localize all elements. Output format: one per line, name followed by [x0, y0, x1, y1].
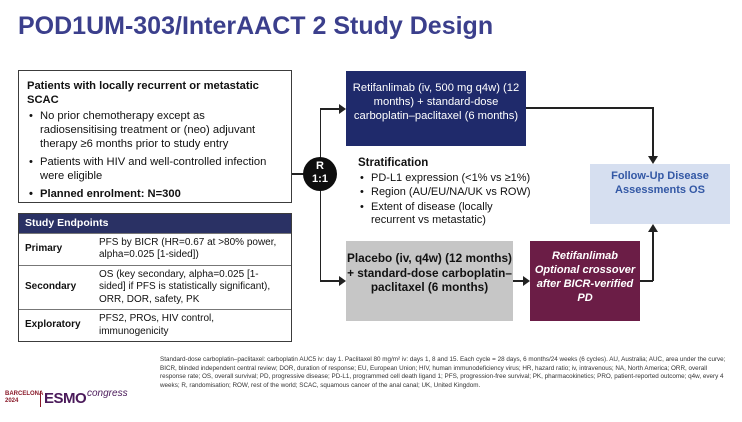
logo-brand: ESMO — [44, 390, 87, 407]
arrow-to-crossover — [523, 276, 530, 286]
logo-divider — [40, 391, 41, 407]
endpoint-label-exploratory: Exploratory — [19, 309, 93, 341]
connector-arm-a-right — [526, 107, 653, 109]
arrow-to-followup-from-b — [648, 224, 658, 232]
patients-bullet-enrolment: Planned enrolment: N=300 — [29, 187, 283, 201]
logo-suffix: congress — [87, 388, 128, 399]
stratification-block: Stratification PD-L1 expression (<1% vs … — [358, 157, 538, 229]
connector-crossover-right — [640, 280, 653, 282]
table-row: Exploratory PFS2, PROs, HIV control, imm… — [19, 309, 291, 341]
endpoint-value-exploratory: PFS2, PROs, HIV control, immunogenicity — [93, 309, 291, 341]
stratification-item-extent: Extent of disease (locally recurrent vs … — [360, 201, 538, 228]
page-title: POD1UM-303/InterAACT 2 Study Design — [18, 12, 494, 40]
patients-heading: Patients with locally recurrent or metas… — [27, 80, 259, 106]
arrow-to-arm-b — [339, 276, 346, 286]
connector-r-down — [319, 190, 321, 281]
esmo-congress-logo: BARCELONA 2024 ESMO congress — [5, 388, 135, 409]
table-row: Secondary OS (key secondary, alpha=0.025… — [19, 264, 291, 310]
stratification-item-region: Region (AU/EU/NA/UK vs ROW) — [360, 186, 538, 200]
logo-city-name: BARCELONA — [5, 391, 44, 397]
logo-year: 2024 — [5, 398, 19, 404]
connector-arm-b-to-crossover — [513, 280, 524, 282]
connector-to-arm-a — [319, 108, 340, 110]
connector-up-to-followup — [652, 232, 654, 281]
stratification-heading: Stratification — [358, 157, 429, 169]
patients-box: Patients with locally recurrent or metas… — [18, 70, 292, 203]
endpoint-label-secondary: Secondary — [19, 264, 93, 310]
connector-to-arm-b — [319, 280, 340, 282]
stratification-list: PD-L1 expression (<1% vs ≥1%) Region (AU… — [358, 172, 538, 228]
logo-city: BARCELONA 2024 — [5, 391, 43, 405]
arrow-to-followup-from-a — [648, 156, 658, 164]
table-row: Primary PFS by BICR (HR=0.67 at >80% pow… — [19, 232, 291, 265]
endpoint-value-primary: PFS by BICR (HR=0.67 at >80% power, alph… — [93, 232, 291, 265]
randomisation-ratio: 1:1 — [312, 173, 328, 185]
randomisation-circle: R 1:1 — [303, 157, 337, 191]
randomisation-letter: R — [316, 160, 324, 172]
connector-patients-to-r — [292, 173, 304, 175]
connector-down-to-followup — [652, 107, 654, 157]
patients-bullet-prior-chemo: No prior chemotherapy except as radiosen… — [29, 109, 283, 151]
endpoints-heading: Study Endpoints — [19, 214, 291, 233]
connector-r-up — [319, 108, 321, 158]
endpoints-grid: Primary PFS by BICR (HR=0.67 at >80% pow… — [19, 232, 291, 341]
arm-retifanlimab: Retifanlimab (iv, 500 mg q4w) (12 months… — [346, 71, 526, 146]
patients-bullet-hiv: Patients with HIV and well-controlled in… — [29, 155, 283, 183]
endpoint-value-secondary: OS (key secondary, alpha=0.025 [1-sided]… — [93, 264, 291, 310]
arm-placebo: Placebo (iv, q4w) (12 months) + standard… — [346, 241, 513, 321]
arrow-to-arm-a — [339, 104, 346, 114]
stratification-item-pdl1: PD-L1 expression (<1% vs ≥1%) — [360, 172, 538, 186]
patients-list: No prior chemotherapy except as radiosen… — [27, 109, 283, 201]
followup-box: Follow-Up Disease Assessments OS — [590, 164, 730, 224]
crossover-box: Retifanlimab Optional crossover after BI… — [530, 241, 640, 321]
study-endpoints-table: Study Endpoints Primary PFS by BICR (HR=… — [18, 213, 292, 342]
endpoint-label-primary: Primary — [19, 232, 93, 265]
footnote: Standard-dose carboplatin–paclitaxel: ca… — [160, 356, 726, 389]
